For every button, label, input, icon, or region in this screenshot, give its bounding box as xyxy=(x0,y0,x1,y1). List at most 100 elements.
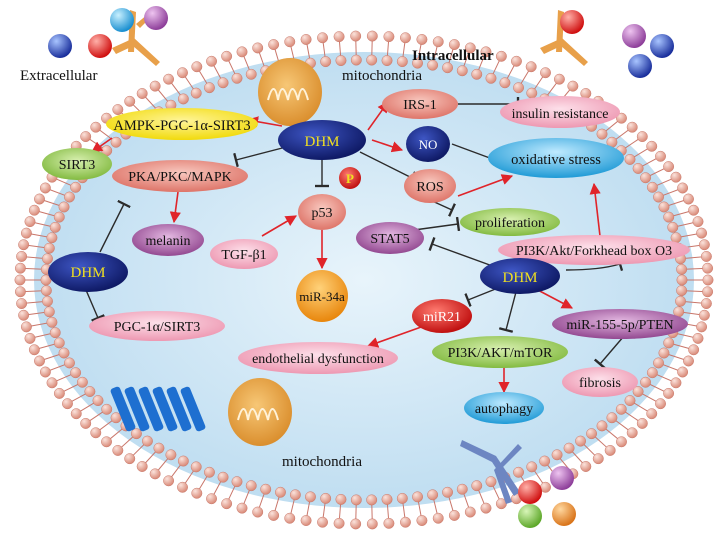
lipid-head xyxy=(333,31,345,43)
lipid-head xyxy=(513,82,524,94)
lipid-head xyxy=(632,163,644,174)
lipid-head xyxy=(692,216,704,228)
lipid-head xyxy=(231,476,243,488)
lipid-head xyxy=(177,455,189,467)
lipid-head xyxy=(432,512,444,524)
ligand-ball-icon xyxy=(88,34,112,58)
lipid-head xyxy=(511,55,522,67)
edge-arrow xyxy=(169,191,181,224)
lipid-head xyxy=(700,251,712,262)
lipid-head xyxy=(653,357,664,369)
node-fibrosis-label: fibrosis xyxy=(579,376,621,391)
lipid-head xyxy=(702,262,714,274)
lipid-head xyxy=(412,491,423,503)
lipid-head xyxy=(70,408,82,420)
lipid-head xyxy=(575,435,587,447)
lipid-head xyxy=(245,68,257,80)
lipid-head xyxy=(53,387,65,399)
lipid-head xyxy=(604,444,616,456)
lipid-head xyxy=(39,182,51,194)
lipid-head xyxy=(40,285,52,297)
lipid-head xyxy=(646,408,658,420)
lipid-head xyxy=(58,201,70,213)
transmembrane-receptor-icon xyxy=(110,386,206,432)
lipid-head xyxy=(34,193,45,205)
lipid-head xyxy=(221,50,233,62)
node-tgf-label: TGF-β1 xyxy=(221,248,266,263)
lipid-head xyxy=(252,42,264,54)
node-autophagy-label: autophagy xyxy=(475,402,533,417)
lipid-head xyxy=(130,428,142,440)
lipid-head xyxy=(526,461,538,473)
node-endothelial: endothelial dysfunction xyxy=(238,342,398,374)
lipid-head xyxy=(640,172,652,184)
lipid-head xyxy=(667,221,679,233)
lipid-head xyxy=(626,427,638,439)
lipid-head xyxy=(624,395,636,407)
lipid-head xyxy=(124,453,136,465)
lipid-head xyxy=(153,442,165,454)
edge-arrow xyxy=(261,215,297,237)
lipid-head xyxy=(676,274,688,286)
lipid-head xyxy=(412,57,423,69)
lipid-head xyxy=(76,376,88,388)
lipid-head xyxy=(268,39,280,51)
lipid-head xyxy=(670,171,682,183)
lipid-head xyxy=(163,73,175,85)
ligand-ball-icon xyxy=(560,10,584,34)
node-p53-label: p53 xyxy=(312,206,333,221)
lipid-head xyxy=(90,427,102,439)
lipid-head xyxy=(366,54,378,66)
node-oxidative-label: oxidative stress xyxy=(511,152,601,168)
lipid-head xyxy=(206,55,217,67)
lipid-head xyxy=(553,73,565,85)
lipid-head xyxy=(14,274,26,286)
lipid-head xyxy=(658,347,670,359)
lipid-head xyxy=(702,274,714,286)
lipid-head xyxy=(136,88,148,99)
lipid-head xyxy=(333,517,345,529)
lipid-head xyxy=(636,131,648,143)
lipid-head xyxy=(84,386,96,397)
lipid-head xyxy=(289,489,301,501)
lipid-head xyxy=(563,442,575,454)
lipid-head xyxy=(14,286,26,298)
lipid-head xyxy=(692,332,704,344)
node-dhm-left-label: DHM xyxy=(70,265,105,281)
node-tgf: TGF-β1 xyxy=(210,239,278,269)
lipid-head xyxy=(567,80,579,92)
node-mir34a: miR-34a xyxy=(296,270,348,322)
node-pka-label: PKA/PKC/MAPK xyxy=(128,170,231,185)
lipid-head xyxy=(320,492,332,504)
lipid-head xyxy=(551,449,563,461)
lipid-head xyxy=(53,337,65,349)
ligand-ball-icon xyxy=(110,8,134,32)
node-pi3k-foxo3-label: PI3K/Akt/Forkhead box O3 xyxy=(516,244,672,259)
ligand-ball-icon xyxy=(622,24,646,48)
node-mir155: miR-155-5p/PTEN xyxy=(552,309,688,339)
lipid-head xyxy=(366,30,378,42)
lipid-head xyxy=(58,347,70,359)
lipid-head xyxy=(42,295,53,307)
lipid-head xyxy=(191,61,203,73)
lipid-head xyxy=(448,39,460,51)
lipid-head xyxy=(18,239,30,251)
lipid-head xyxy=(20,321,32,333)
lipid-head xyxy=(688,344,700,356)
lipid-head xyxy=(149,80,161,92)
node-no-label: NO xyxy=(419,137,438,152)
lipid-head xyxy=(300,515,312,526)
node-mir21: miR21 xyxy=(412,299,472,333)
lipid-head xyxy=(700,298,712,309)
lipid-head xyxy=(539,455,551,467)
lipid-head xyxy=(663,161,675,173)
region-intracellular-label: Intracellular xyxy=(412,48,494,64)
node-proliferation: proliferation xyxy=(460,208,560,236)
lipid-head xyxy=(49,327,61,339)
lipid-head xyxy=(204,466,215,478)
lipid-head xyxy=(350,494,362,506)
lipid-head xyxy=(416,34,428,45)
lipid-head xyxy=(396,56,408,68)
ligand-ball-icon xyxy=(144,6,168,30)
